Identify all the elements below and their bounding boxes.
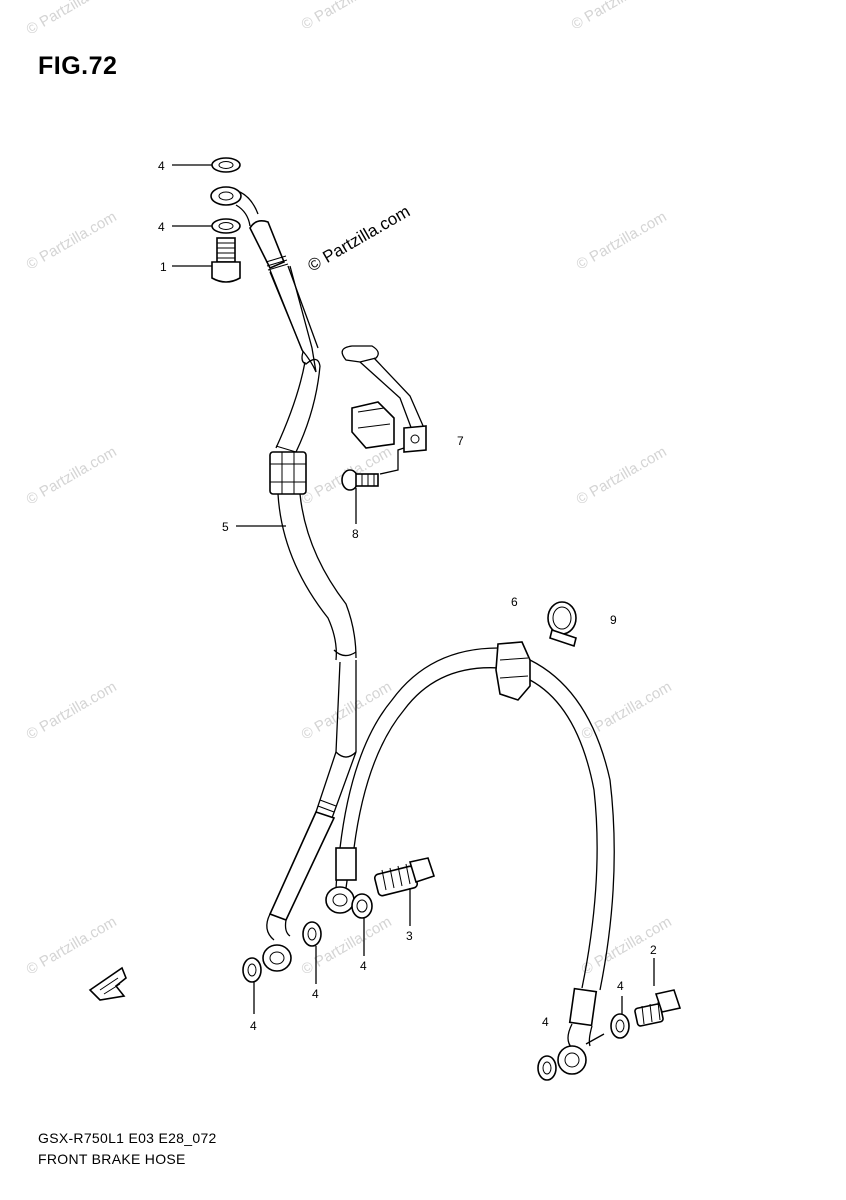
watermark: © Partzilla.com <box>299 0 395 33</box>
watermark: © Partzilla.com <box>574 208 670 273</box>
callout-label: 4 <box>250 1019 257 1033</box>
model-code: GSX-R750L1 E03 E28_072 <box>38 1130 217 1146</box>
watermark: © Partzilla.com <box>24 678 120 743</box>
upper-brake-hose <box>249 220 357 972</box>
front-direction-arrow-icon <box>88 966 127 1001</box>
watermark: © Partzilla.com <box>569 0 665 33</box>
washer-top <box>211 157 241 173</box>
watermark: © Partzilla.com <box>574 443 670 508</box>
watermark: © Partzilla.com <box>579 678 675 743</box>
callout-label: 6 <box>511 595 518 609</box>
hose-bracket <box>341 345 427 453</box>
diagram-title: FRONT BRAKE HOSE <box>38 1151 186 1167</box>
callout-label: 9 <box>610 613 617 627</box>
banjo-bolt-right <box>610 989 682 1039</box>
upper-fitting-group <box>210 157 259 283</box>
callout-label: 4 <box>617 979 624 993</box>
callout-label: 8 <box>352 527 359 541</box>
watermark: © Partzilla.com <box>24 0 120 38</box>
banjo-eye-lower-center <box>325 886 355 914</box>
hose-grommet <box>269 451 307 495</box>
callout-label: 2 <box>650 943 657 957</box>
callout-label: 4 <box>360 959 367 973</box>
callout-label: 1 <box>160 260 167 274</box>
callout-label: 5 <box>222 520 229 534</box>
washer-second <box>211 218 241 234</box>
hose-clamp <box>547 601 577 648</box>
banjo-bolt-center <box>302 857 436 947</box>
callout-label: 4 <box>158 159 165 173</box>
callout-label: 3 <box>406 929 413 943</box>
banjo-eye-lower-right <box>557 1045 587 1075</box>
watermark-main: © Partzilla.com <box>305 202 414 276</box>
hose-grommet-lower <box>495 641 531 701</box>
watermark: © Partzilla.com <box>24 443 120 508</box>
callout-label: 4 <box>312 987 319 1001</box>
callout-numbers: 4 4 1 7 8 5 6 9 3 4 4 4 2 4 4 <box>158 159 657 1033</box>
watermark: © Partzilla.com <box>24 208 120 273</box>
washer-center-left <box>302 921 322 947</box>
washer-left <box>242 957 262 983</box>
callout-label: 4 <box>158 220 165 234</box>
bracket-bolt <box>341 447 405 491</box>
washer-right <box>610 1013 630 1039</box>
banjo-bolt-head <box>211 261 241 283</box>
hose-ferrule-left <box>335 847 357 881</box>
callout-label: 4 <box>542 1015 549 1029</box>
banjo-eye-lower-left <box>262 944 292 972</box>
banjo-eye-top <box>210 186 242 206</box>
watermark: © Partzilla.com <box>299 678 395 743</box>
figure-label: FIG.72 <box>38 52 118 80</box>
callout-leaders <box>172 164 655 1045</box>
lower-brake-hose <box>325 641 615 1081</box>
hose-ferrule-right <box>568 987 598 1027</box>
washer-center-right <box>351 893 373 919</box>
washer-right-outer <box>537 1055 557 1081</box>
watermark: © Partzilla.com <box>24 913 120 978</box>
callout-label: 7 <box>457 434 464 448</box>
